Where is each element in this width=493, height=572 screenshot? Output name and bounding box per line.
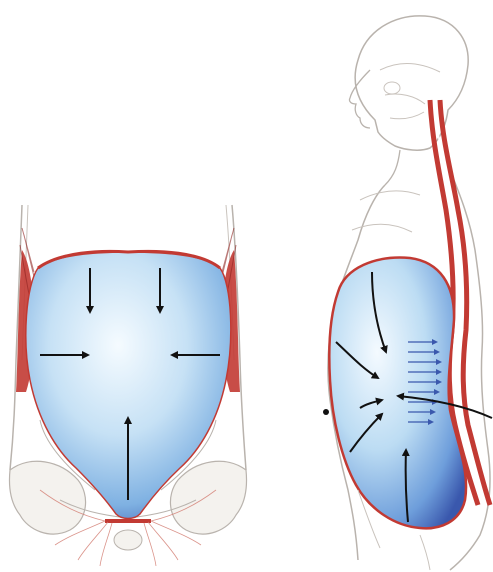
side-abdominal-cavity: [329, 258, 466, 529]
pelvic-floor-muscle: [105, 519, 151, 523]
navel-dot: [323, 409, 329, 415]
sacrum-bone: [114, 530, 142, 550]
front-view-figure: [9, 205, 246, 566]
skull-outline: [355, 16, 468, 150]
side-view-figure: [323, 16, 492, 570]
